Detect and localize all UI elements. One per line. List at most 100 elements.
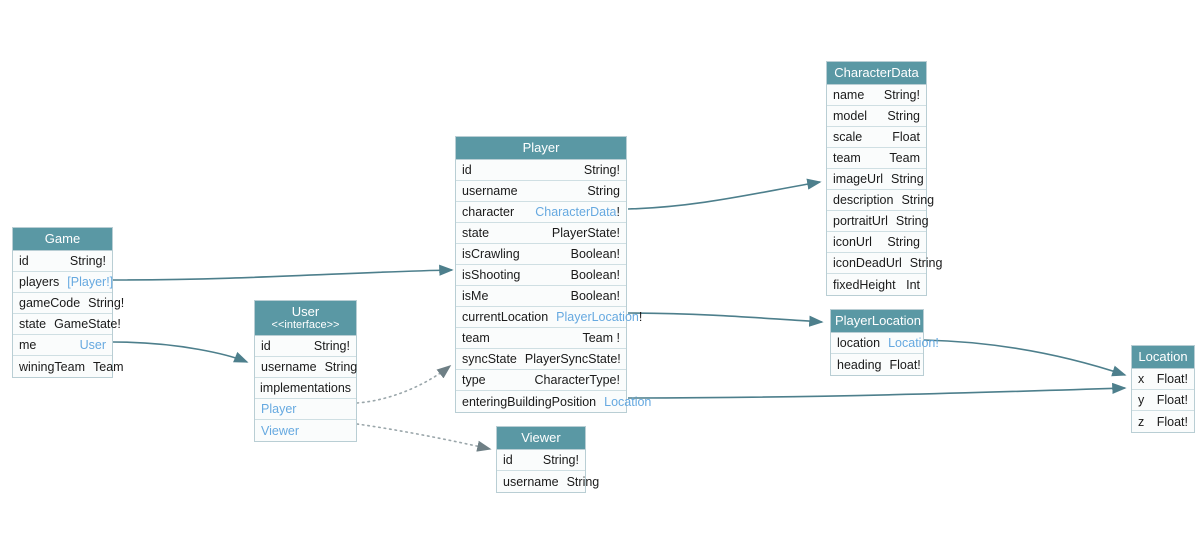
field-name: imageUrl [833,172,884,186]
field-name: scale [833,130,863,144]
table-row: username String [497,471,599,492]
table-row: y Float! [1132,390,1194,411]
field-name: winingTeam [19,359,86,374]
field-name: y [1138,393,1145,407]
field-name: team [462,331,490,345]
field-type: String [895,214,929,228]
entity-characterdata-title: CharacterData [827,62,926,85]
field-type: Float! [1156,414,1188,429]
entity-location-title: Location [1132,346,1194,369]
field-type: String [909,256,943,270]
entity-game[interactable]: Game id String! players [Player!] gameCo… [12,227,124,378]
table-row: state GameState! [13,314,121,335]
field-type: String! [542,453,579,467]
field-type: String! [583,163,620,177]
field-name: isMe [462,289,489,303]
entity-characterdata[interactable]: CharacterData name String! model String … [826,61,942,296]
table-row: fixedHeight Int [827,274,926,295]
field-type: Float! [1156,372,1188,386]
field-name: name [833,88,865,102]
field-type: GameState! [54,317,121,331]
field-name: iconDeadUrl [833,256,902,270]
field-name: character [462,205,515,219]
entity-game-title: Game [13,228,112,251]
edge-playerlocation-location-to-location [923,339,1127,377]
table-row: model String [827,106,926,127]
field-name: team [833,151,861,165]
field-type: String [891,172,924,186]
table-row: winingTeam Team [13,356,124,377]
field-type: String! [88,296,125,310]
implementation-viewer[interactable]: Viewer [261,423,299,438]
table-row: me User [13,335,112,356]
table-row: currentLocation PlayerLocation! [456,307,642,328]
field-type: Boolean! [570,268,620,282]
table-row: portraitUrl String [827,211,929,232]
list-item[interactable]: Viewer [255,420,356,441]
table-row: iconDeadUrl String [827,253,942,274]
entity-user-title: User <<interface>> [255,301,356,336]
table-row: x Float! [1132,369,1194,390]
table-row: z Float! [1132,411,1194,432]
table-row: location Location! [831,333,939,354]
field-type: String [566,474,600,489]
entity-playerlocation-title: PlayerLocation [831,310,923,333]
table-row: id String! [497,450,585,471]
table-row: iconUrl String [827,232,926,253]
field-name: currentLocation [462,310,549,324]
implementation-player[interactable]: Player [261,402,297,416]
field-type: String [587,184,620,198]
field-name: heading [837,357,882,372]
table-row: type CharacterType! [456,370,626,391]
field-name: id [19,254,29,268]
field-type[interactable]: User [79,338,106,352]
table-row: isMe Boolean! [456,286,626,307]
field-name: description [833,193,894,207]
field-type: Float! [1156,393,1188,407]
field-type[interactable]: Location [604,394,652,409]
entity-user[interactable]: User <<interface>> id String! username S… [254,300,357,442]
field-name: username [503,474,559,489]
edge-player-character-to-characterdata [627,178,822,210]
entity-user-stereotype: <<interface>> [271,319,340,331]
edge-player-currentlocation-to-playerlocation [627,312,824,327]
entity-viewer[interactable]: Viewer id String! username String [496,426,599,493]
table-row: id String! [13,251,112,272]
field-type[interactable]: Location! [888,336,939,350]
field-name: isCrawling [462,247,520,261]
field-name: id [261,339,271,353]
field-type: String [324,360,358,374]
implementations-label: implementations [260,381,352,395]
field-type: Float! [889,357,921,372]
field-type[interactable]: CharacterData! [535,205,620,219]
edge-user-implements-player [356,365,452,404]
table-row: description String [827,190,934,211]
entity-user-name: User [291,304,320,319]
field-type: String [901,193,935,207]
field-type: Team [889,151,920,165]
field-type[interactable]: PlayerLocation! [556,310,643,324]
field-type: Boolean! [570,247,620,261]
entity-location[interactable]: Location x Float! y Float! z Float! [1131,345,1195,433]
entity-playerlocation[interactable]: PlayerLocation location Location! headin… [830,309,939,376]
edge-game-me-to-user [112,341,249,363]
field-name: isShooting [462,268,521,282]
edge-player-enteringbuildingposition-to-location [627,382,1127,399]
field-name: gameCode [19,296,81,310]
table-row: gameCode String! [13,293,124,314]
field-type: PlayerSyncState! [524,352,621,366]
field-type[interactable]: [Player!] [67,275,114,289]
table-row: scale Float [827,127,926,148]
entity-player[interactable]: Player id String! username String charac… [455,136,651,413]
field-name: z [1138,414,1145,429]
field-name: id [503,453,513,467]
field-name: id [462,163,472,177]
field-name: location [837,336,881,350]
list-item[interactable]: Player [255,399,356,420]
table-row: imageUrl String [827,169,926,190]
table-row: id String! [456,160,626,181]
field-type: Team [93,359,124,374]
field-name: model [833,109,868,123]
table-row: state PlayerState! [456,223,626,244]
field-name: iconUrl [833,235,872,249]
